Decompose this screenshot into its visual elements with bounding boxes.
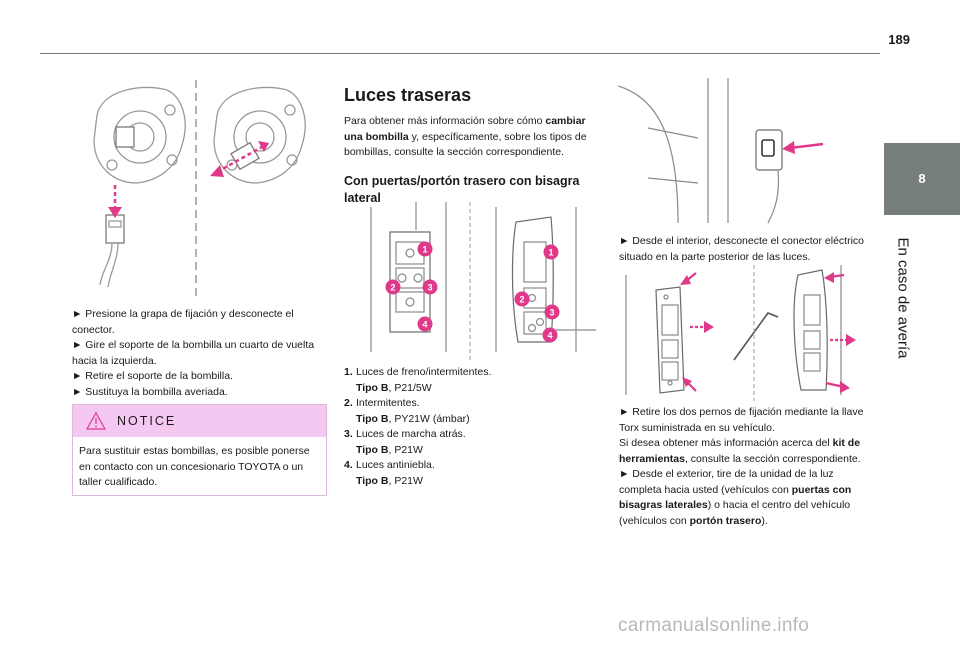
- notice-label: NOTICE: [117, 414, 177, 428]
- header-rule: [40, 53, 880, 54]
- section-subtitle: Con puertas/portón trasero con bisagra l…: [344, 173, 580, 205]
- step-text: ► Sustituya la bombilla averiada.: [72, 385, 228, 398]
- chapter-title: En caso de avería: [894, 237, 912, 358]
- lamp-list: 1.Luces de freno/intermitentes.Tipo B, P…: [344, 365, 600, 489]
- callout-2: 2: [390, 283, 395, 293]
- section-intro: Para obtener más información sobre cómo …: [344, 115, 587, 158]
- rear-lamp-figure: 1 2 3 4 1 2 3 4: [370, 202, 596, 360]
- step-text: ► Retire el soporte de la bombilla.: [72, 370, 233, 382]
- step-text: ► Desde el exterior, tire de la unidad d…: [619, 468, 852, 527]
- list-item: 4.Luces antiniebla.Tipo B, P21W: [344, 459, 435, 487]
- chapter-tab[interactable]: 8: [884, 143, 960, 215]
- notice-box: NOTICE Para sustituir estas bombillas, e…: [72, 404, 327, 496]
- bulb-holder-figure: [93, 80, 306, 300]
- callout-4: 4: [547, 331, 552, 341]
- step-text: ► Presione la grapa de fijación y descon…: [72, 308, 294, 336]
- step-text: ► Gire el soporte de la bombilla un cuar…: [72, 339, 315, 367]
- notice-header: NOTICE: [73, 405, 326, 437]
- callout-4: 4: [422, 320, 427, 330]
- list-item: 1.Luces de freno/intermitentes.Tipo B, P…: [344, 366, 492, 394]
- step-text: ► Retire los dos pernos de fijación medi…: [619, 406, 864, 434]
- removal-instructions: ► Retire los dos pernos de fijación medi…: [619, 405, 874, 529]
- lamp-removal-figure: [625, 265, 856, 401]
- list-item: 2.Intermitentes.Tipo B, PY21W (ámbar): [344, 397, 470, 425]
- list-item: 3.Luces de marcha atrás.Tipo B, P21W: [344, 428, 466, 456]
- rear-lights-section: Luces traseras Para obtener más informac…: [344, 85, 600, 207]
- section-title: Luces traseras: [344, 85, 472, 105]
- callout-3: 3: [549, 308, 554, 318]
- callout-2: 2: [519, 295, 524, 305]
- tool-kit-note: Si desea obtener más información acerca …: [619, 437, 861, 465]
- callout-1: 1: [548, 248, 553, 258]
- connector-step: ► Desde el interior, desconecte el conec…: [619, 235, 865, 263]
- callout-3: 3: [427, 283, 432, 293]
- page-number: 189: [888, 32, 910, 47]
- notice-text: Para sustituir estas bombillas, es posib…: [79, 445, 310, 488]
- callout-1: 1: [422, 245, 427, 255]
- watermark: carmanualsonline.info: [618, 615, 810, 636]
- connector-figure: [618, 78, 824, 224]
- warning-icon: [85, 411, 107, 430]
- column-1-steps: ► Presione la grapa de fijación y descon…: [72, 307, 325, 400]
